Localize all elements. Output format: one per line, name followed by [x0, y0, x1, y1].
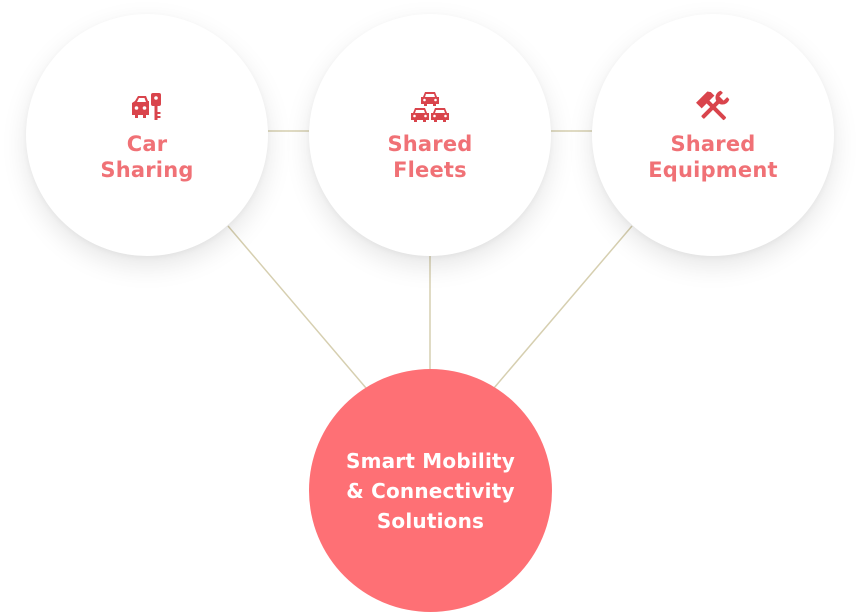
- node-label: Car Sharing: [100, 131, 193, 183]
- node-label: Shared Equipment: [648, 131, 777, 183]
- center-label-line: Solutions: [376, 508, 485, 533]
- center-label-line: & Connectivity: [346, 478, 515, 503]
- node-label: Shared Fleets: [387, 131, 472, 183]
- label-line: Fleets: [393, 158, 467, 182]
- label-line: Shared: [670, 132, 756, 156]
- label-line: Shared: [387, 132, 473, 156]
- car-key-icon: [127, 87, 167, 127]
- node-shared-fleets: Shared Fleets: [309, 14, 551, 256]
- node-shared-equipment: Shared Equipment: [592, 14, 834, 256]
- label-line: Equipment: [648, 158, 778, 182]
- cars-fleet-icon: [410, 87, 450, 127]
- tools-icon: [693, 87, 733, 127]
- center-label-line: Smart Mobility: [345, 448, 516, 473]
- label-line: Car: [126, 132, 168, 156]
- label-line: Sharing: [100, 158, 194, 182]
- center-label: Smart Mobility & Connectivity Solutions: [346, 446, 515, 536]
- center-node-smart-mobility: Smart Mobility & Connectivity Solutions: [309, 369, 552, 612]
- connector-car-to-center: [227, 225, 367, 389]
- node-car-sharing: Car Sharing: [26, 14, 268, 256]
- connector-equipment-to-center: [493, 225, 633, 389]
